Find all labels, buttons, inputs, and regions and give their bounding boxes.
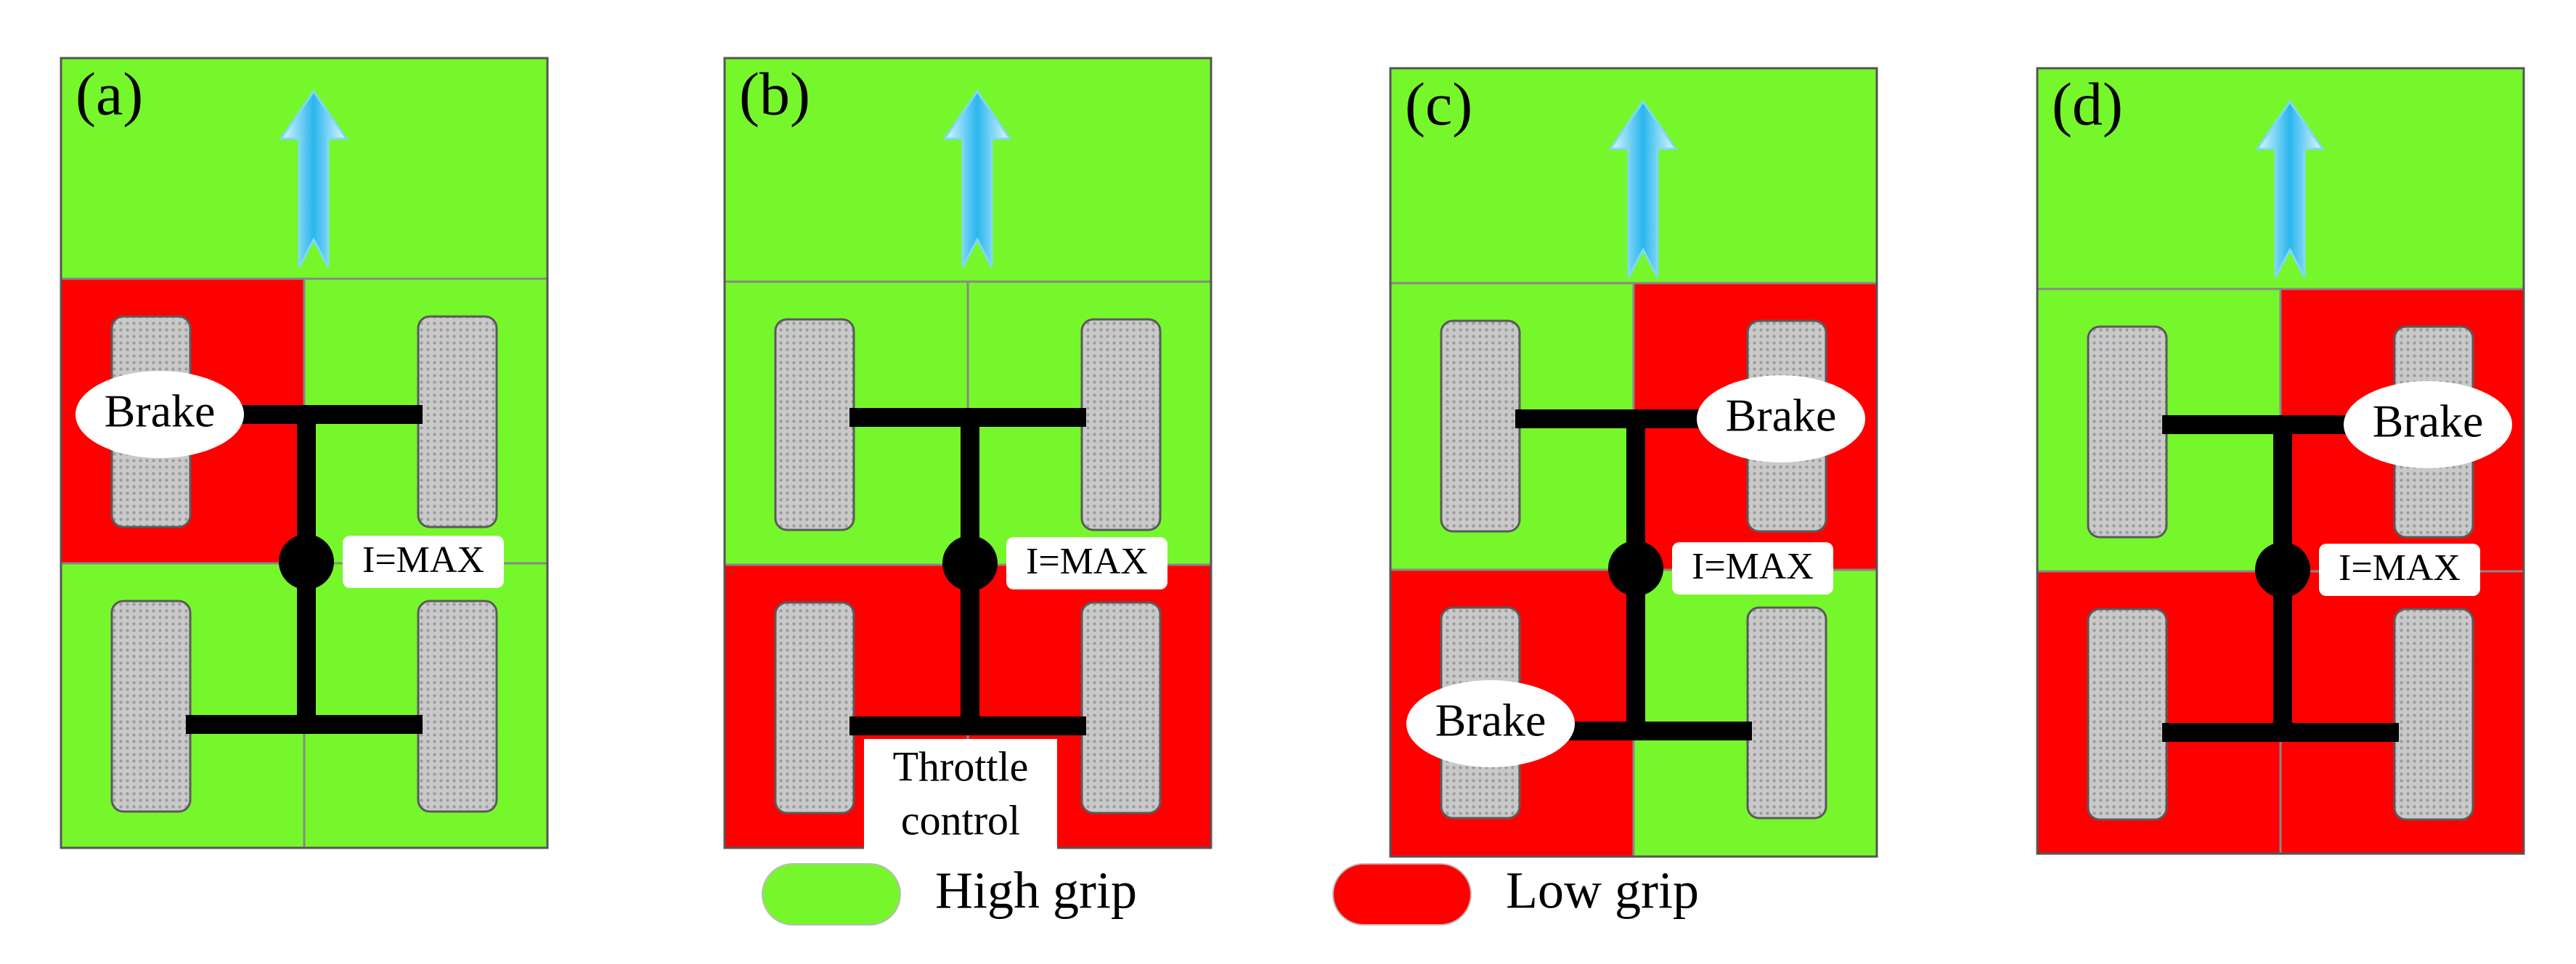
legend-label-high-grip: High grip: [935, 862, 1137, 920]
panel-label: (d): [2052, 70, 2123, 138]
differential-label: I=MAX: [2339, 547, 2461, 589]
brake-label-bubble: [1406, 680, 1575, 767]
differential-label-box: [2319, 544, 2480, 596]
up-arrow-icon: [942, 89, 1012, 268]
tire-front-left: [2087, 325, 2168, 539]
legend-label-low-grip: Low grip: [1506, 862, 1699, 920]
panel-label: (c): [1405, 70, 1472, 138]
panel-label: (a): [76, 60, 143, 128]
panel-border: [60, 57, 549, 849]
tire-rear-left: [2087, 608, 2168, 821]
legend-swatch-low-grip: [1332, 863, 1472, 926]
panel-b: (b) I=MAX Throttle control: [723, 57, 1212, 854]
differential-node-icon: [279, 534, 334, 589]
tire-rear-right: [1080, 601, 1162, 814]
tire-rear-right: [2393, 608, 2474, 821]
differential-node-icon: [942, 536, 998, 591]
brake-label-bubble: [76, 371, 244, 458]
brake-label: Brake: [1726, 390, 1837, 441]
differential-label: I=MAX: [362, 539, 484, 581]
throttle-label-line-2: control: [901, 796, 1020, 844]
panel-a: (a) I=MAX Brake: [60, 57, 549, 849]
legend: High grip Low grip: [762, 862, 1699, 926]
tire-rear-right: [417, 600, 498, 813]
tire-rear-left: [110, 600, 192, 813]
tire-front-left: [1440, 319, 1521, 533]
throttle-label-line-1: Throttle: [893, 743, 1029, 790]
differential-label-box: [1672, 542, 1833, 595]
panel-border: [1389, 67, 1878, 858]
differential-node-icon: [2255, 542, 2310, 597]
up-arrow-icon: [2255, 99, 2325, 278]
brake-label-bubble: [2344, 381, 2512, 468]
panel-border: [2036, 67, 2525, 855]
tire-front-left: [774, 318, 855, 531]
differential-label-box: [343, 536, 504, 588]
tire-rear-right: [1746, 606, 1827, 820]
tire-rear-left: [774, 601, 855, 814]
brake-label: Brake: [105, 385, 216, 437]
differential-label-box: [1006, 537, 1167, 589]
brake-label-bubble: [1697, 375, 1865, 462]
differential-label: I=MAX: [1026, 541, 1148, 582]
panel-label: (b): [739, 60, 810, 128]
brake-label: Brake: [1435, 695, 1546, 746]
panel-d: (d) I=MAX Brake: [2036, 67, 2525, 855]
throttle-label-box: [864, 739, 1057, 854]
up-arrow-icon: [279, 89, 349, 268]
legend-swatch-high-grip: [762, 863, 901, 926]
up-arrow-icon: [1608, 99, 1678, 278]
tire-front-right: [1080, 318, 1162, 531]
differential-label: I=MAX: [1692, 546, 1814, 587]
differential-node-icon: [1608, 541, 1663, 596]
tire-front-right: [417, 315, 498, 528]
brake-label: Brake: [2373, 396, 2484, 447]
